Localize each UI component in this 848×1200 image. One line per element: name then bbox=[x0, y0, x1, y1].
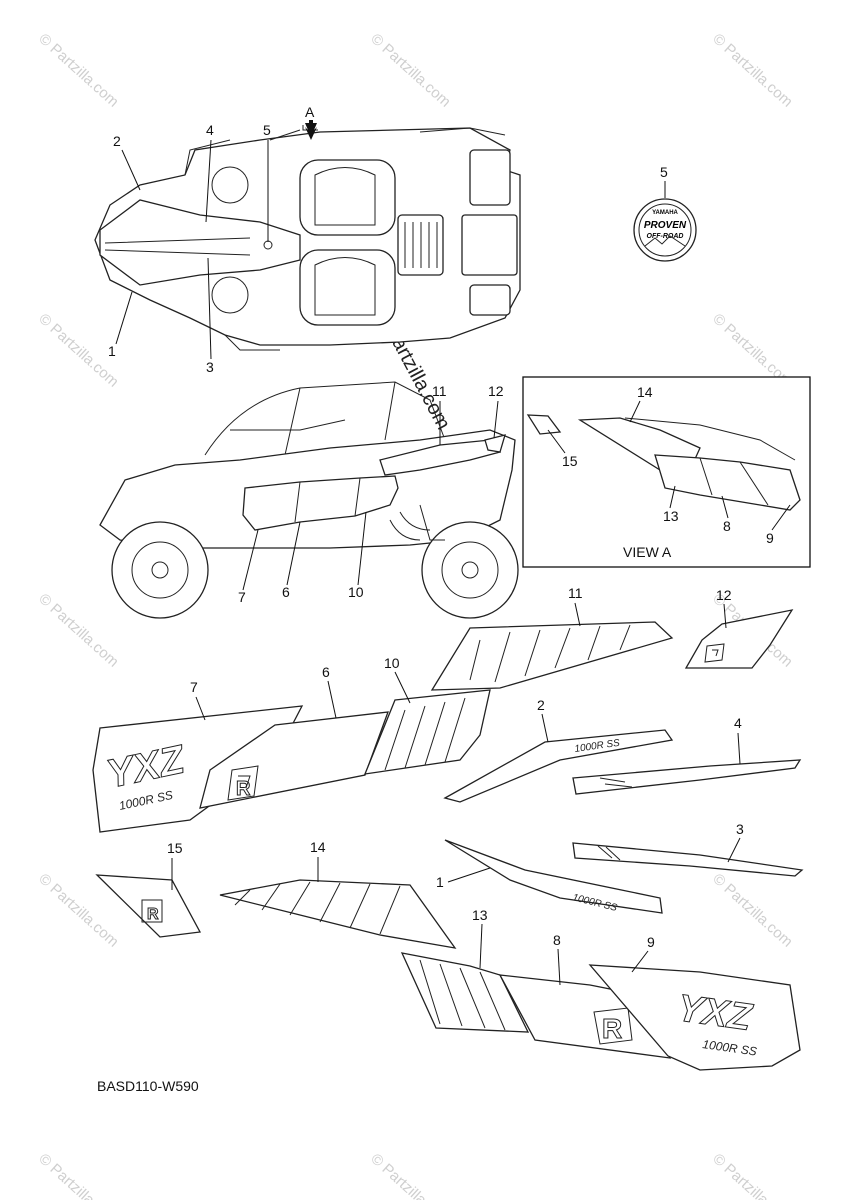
top-view-vehicle bbox=[94, 122, 521, 351]
watermark: © Partzilla.com bbox=[367, 1150, 453, 1200]
callout-2: 2 bbox=[113, 133, 121, 149]
callout-2: 2 bbox=[537, 697, 545, 713]
callout-7: 7 bbox=[190, 679, 198, 695]
callout-8: 8 bbox=[553, 932, 561, 948]
decal-6-badge: R bbox=[236, 778, 251, 800]
callout-11: 11 bbox=[568, 585, 583, 601]
callout-1: 1 bbox=[108, 343, 116, 359]
decal-14 bbox=[219, 879, 457, 949]
decal-15 bbox=[95, 874, 202, 938]
decal-9 bbox=[588, 964, 801, 1071]
decal-1 bbox=[444, 839, 663, 914]
decal-8-badge: R bbox=[602, 1013, 622, 1044]
watermark: © Partzilla.com bbox=[35, 1150, 121, 1200]
callout-9: 9 bbox=[647, 934, 655, 950]
exploded-decals: 11 12 YXZ 1000R SS 7 R 6 10 1000R SS 2 4 bbox=[92, 585, 804, 1071]
callout-6: 6 bbox=[322, 664, 330, 680]
emblem-line1: YAMAHA bbox=[652, 210, 678, 216]
decal-11 bbox=[430, 621, 674, 691]
callout-11: 11 bbox=[432, 383, 447, 399]
callout-5: 5 bbox=[660, 164, 668, 180]
watermark: © Partzilla.com bbox=[367, 30, 453, 110]
callout-10: 10 bbox=[384, 655, 400, 671]
callout-6: 6 bbox=[282, 584, 290, 600]
callout-14: 14 bbox=[310, 839, 326, 855]
decal-4 bbox=[572, 759, 802, 795]
view-arrow-label: A bbox=[305, 104, 315, 120]
decal-2 bbox=[443, 729, 674, 803]
watermark: © Partzilla.com bbox=[35, 590, 121, 670]
callout-9: 9 bbox=[766, 530, 774, 546]
callout-1: 1 bbox=[436, 874, 444, 890]
diagram-code: BASD110-W590 bbox=[97, 1078, 199, 1094]
decal-7 bbox=[92, 705, 304, 833]
watermark: © Partzilla.com bbox=[709, 1150, 795, 1200]
decal-10 bbox=[363, 689, 491, 775]
callout-13: 13 bbox=[472, 907, 488, 923]
top-view-callouts: A 2 4 5 1 3 bbox=[108, 104, 317, 375]
emblem-line2: PROVEN bbox=[644, 220, 687, 231]
decal-3 bbox=[572, 842, 804, 877]
proven-off-road-emblem bbox=[633, 198, 697, 262]
callout-4: 4 bbox=[206, 122, 214, 138]
callout-15: 15 bbox=[562, 453, 578, 469]
callout-4: 4 bbox=[734, 715, 742, 731]
callout-8: 8 bbox=[723, 518, 731, 534]
side-view-vehicle bbox=[99, 381, 519, 619]
emblem-group: 5 YAMAHA PROVEN OFF-ROAD bbox=[633, 164, 697, 262]
callout-12: 12 bbox=[488, 383, 504, 399]
callout-3: 3 bbox=[736, 821, 744, 837]
decal-12 bbox=[684, 609, 794, 669]
callout-15: 15 bbox=[167, 840, 183, 856]
callout-13: 13 bbox=[663, 508, 679, 524]
watermark: © Partzilla.com bbox=[709, 870, 795, 950]
side-view-callouts: 11 12 7 6 10 bbox=[238, 383, 504, 605]
callout-12: 12 bbox=[716, 587, 732, 603]
callout-5: 5 bbox=[263, 122, 271, 138]
watermark: © Partzilla.com bbox=[709, 30, 795, 110]
view-a-inset: 14 15 13 8 9 VIEW A bbox=[522, 376, 811, 568]
callout-7: 7 bbox=[238, 589, 246, 605]
callout-14: 14 bbox=[637, 384, 653, 400]
watermark: © Partzilla.com bbox=[35, 30, 121, 110]
decal-15-badge: R bbox=[147, 906, 159, 923]
decal-13 bbox=[400, 952, 530, 1033]
emblem-line3: OFF-ROAD bbox=[647, 233, 684, 240]
callout-3: 3 bbox=[206, 359, 214, 375]
view-a-label: VIEW A bbox=[623, 544, 672, 560]
callout-10: 10 bbox=[348, 584, 364, 600]
